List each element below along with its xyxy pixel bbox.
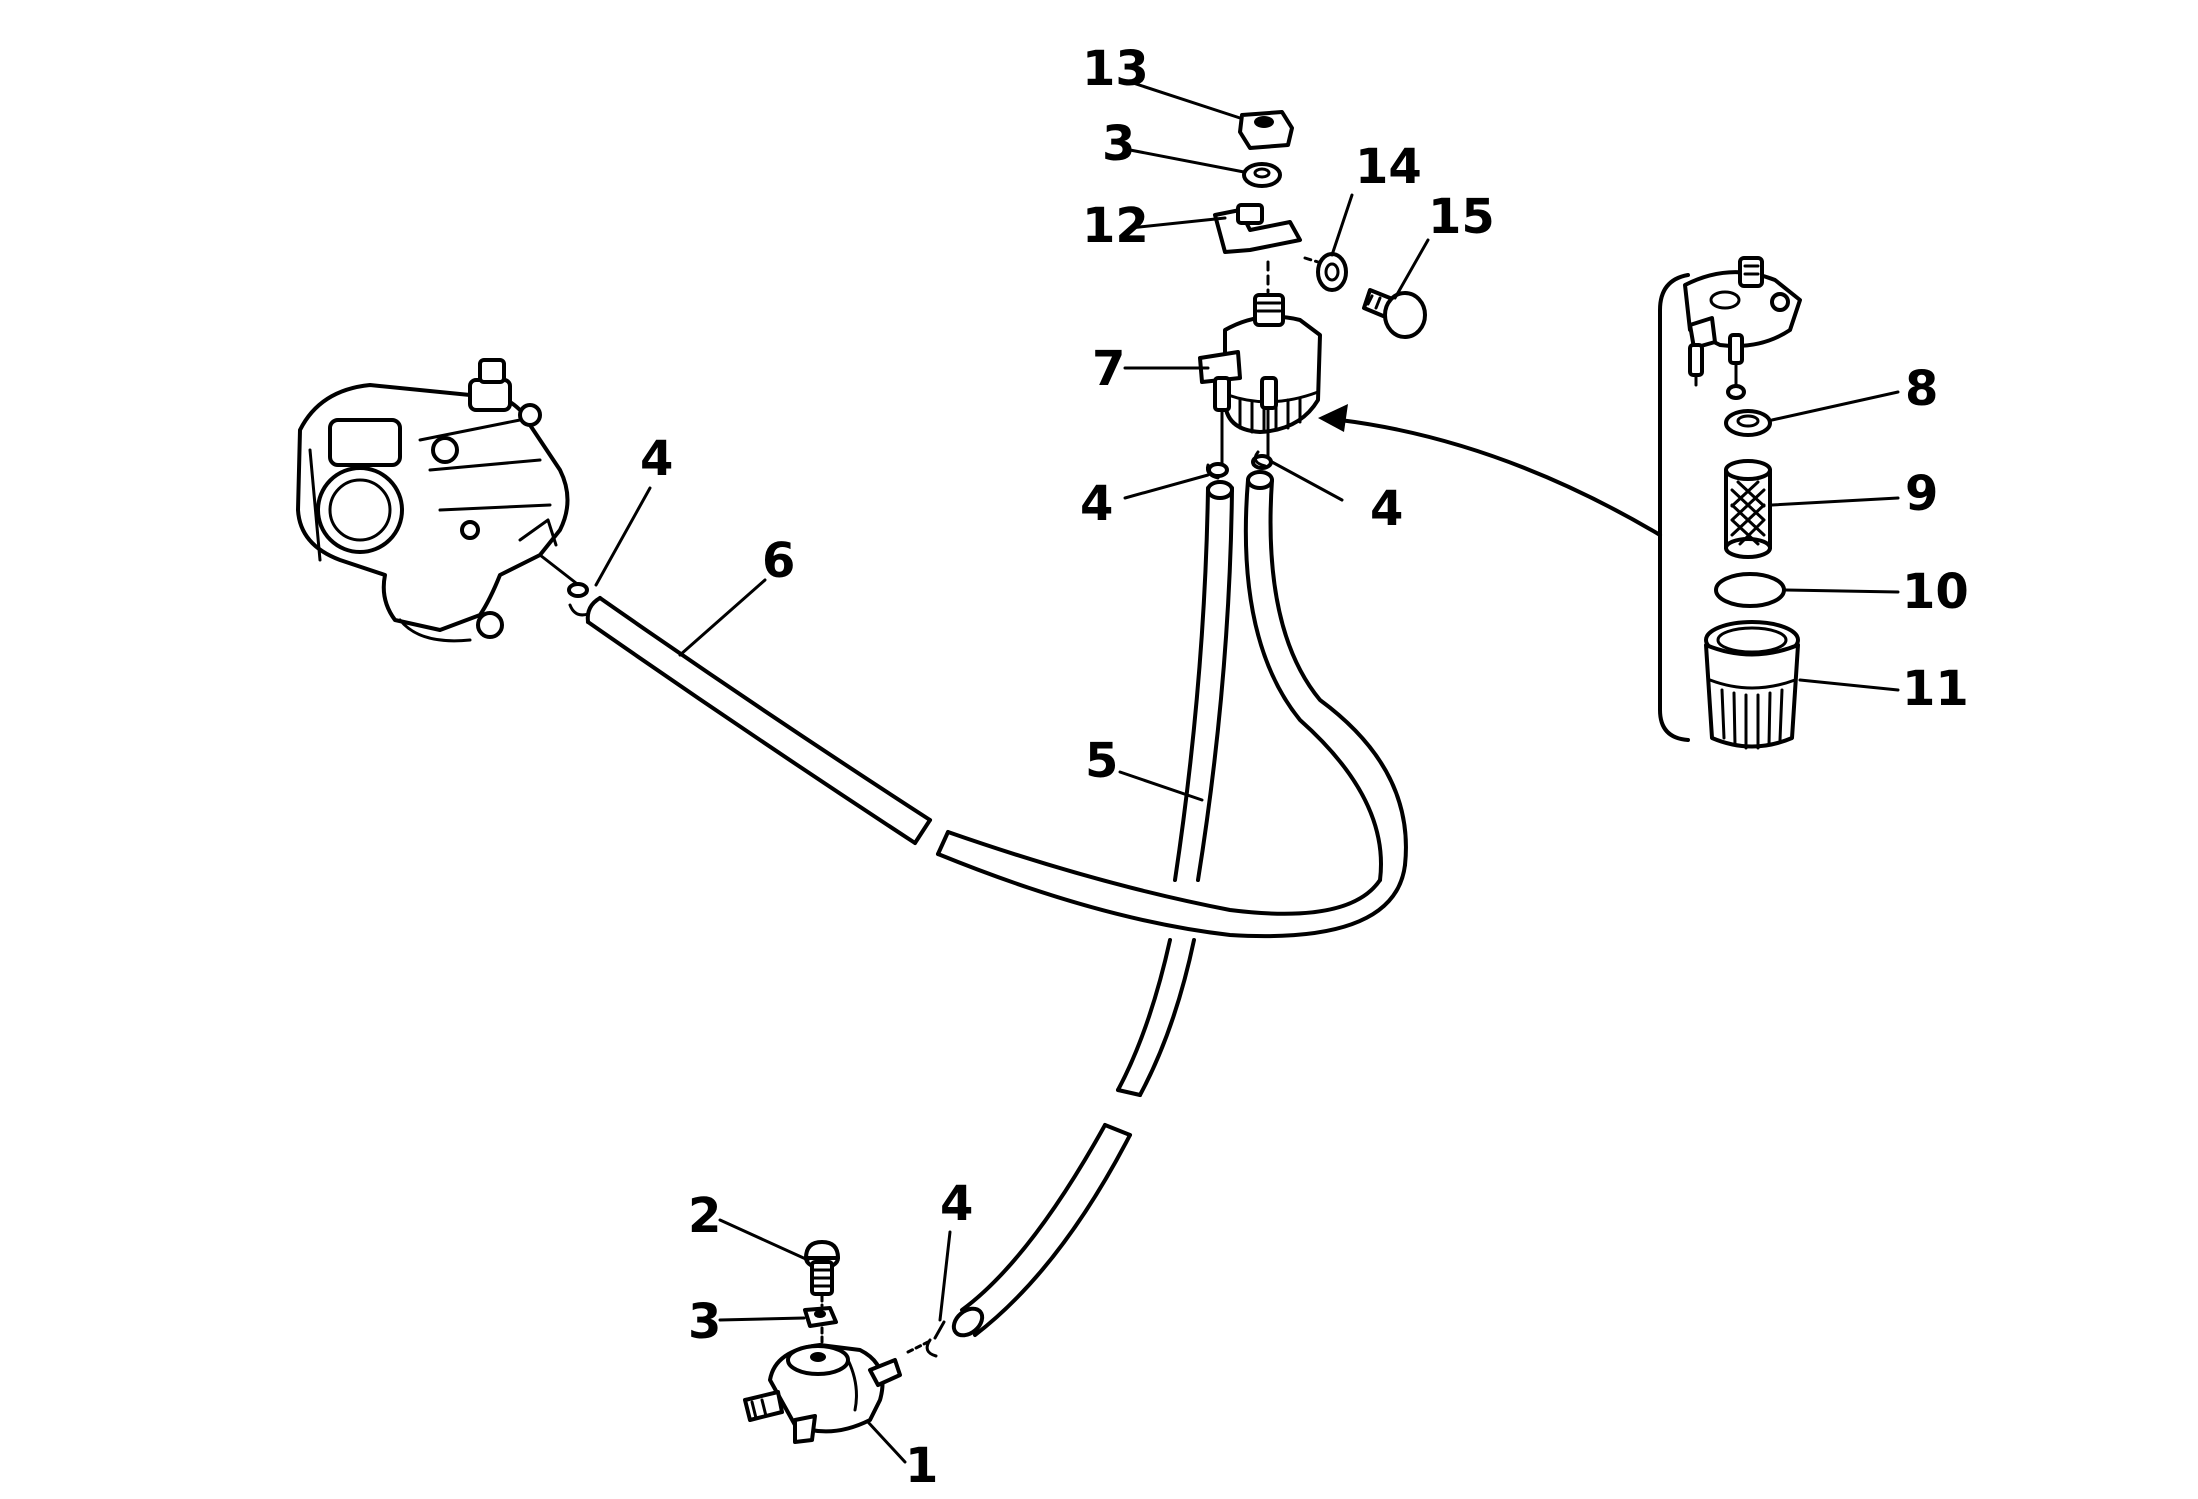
callout-4-valve: 4 [940, 1176, 973, 1232]
clamp-4-valve [906, 1320, 946, 1358]
leader-lines [594, 80, 1900, 1464]
callout-12: 12 [1082, 198, 1149, 254]
washer-14 [1316, 252, 1348, 292]
bracket-12 [1213, 203, 1302, 254]
callout-13: 13 [1082, 41, 1149, 97]
callout-1: 1 [905, 1438, 938, 1494]
callout-3-top: 3 [1102, 116, 1135, 172]
callout-7: 7 [1092, 341, 1125, 397]
filter-element-9 [1724, 459, 1772, 559]
carburetor [296, 358, 590, 643]
washer-3-top [1242, 162, 1282, 188]
callout-labels: 13 3 12 14 15 7 4 4 4 6 5 8 9 10 11 2 3 … [640, 41, 1969, 1494]
hose-5 [951, 480, 1234, 1338]
callout-11: 11 [1902, 661, 1969, 717]
callout-4-carburetor: 4 [640, 431, 673, 487]
filter-bowl-11 [1704, 620, 1800, 750]
clamp-4-right [1253, 440, 1270, 468]
washer-3-bottom [803, 1306, 838, 1328]
callout-5: 5 [1085, 733, 1118, 789]
callout-15: 15 [1428, 189, 1495, 245]
hose-6 [585, 596, 1407, 939]
exploded-view-arrow [1318, 404, 1662, 537]
hose-4-right-branch [1243, 470, 1408, 882]
callout-9: 9 [1905, 466, 1938, 522]
filter-parts-bracket [1658, 273, 1690, 742]
callout-4-filter-right: 4 [1370, 481, 1403, 537]
gasket-8 [1724, 409, 1772, 437]
callout-14: 14 [1355, 139, 1422, 195]
clamp-4-left [1206, 463, 1220, 480]
nut-13 [1238, 110, 1294, 150]
filter-head-exploded [1683, 256, 1802, 400]
fuel-filter-assembly [1198, 260, 1322, 478]
screw-2 [804, 1240, 840, 1296]
callout-10: 10 [1902, 564, 1969, 620]
callout-4-filter-left: 4 [1080, 476, 1113, 532]
callout-2: 2 [688, 1188, 721, 1244]
callout-3-bottom: 3 [688, 1294, 721, 1350]
callout-6: 6 [762, 533, 795, 589]
bolt-15 [1362, 288, 1427, 339]
fuel-valve [743, 1343, 902, 1444]
o-ring-10 [1714, 572, 1786, 608]
callout-8: 8 [1905, 361, 1938, 417]
